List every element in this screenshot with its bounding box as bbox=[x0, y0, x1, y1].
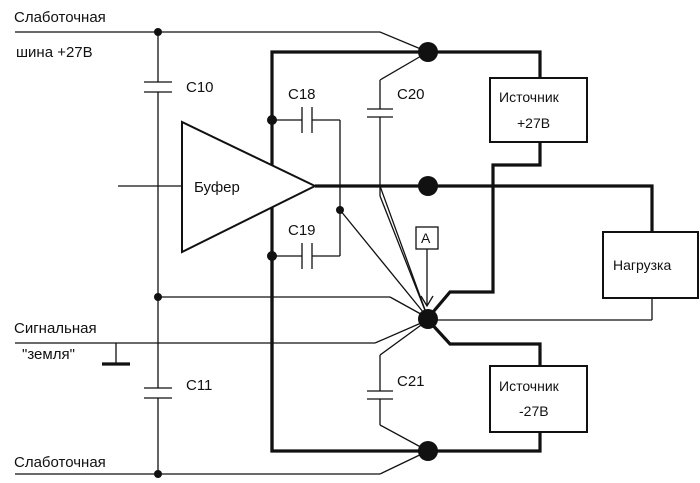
c19-junction-dot bbox=[267, 251, 277, 261]
output-to-load-bus bbox=[315, 184, 654, 232]
negative-source-label: Источник bbox=[499, 378, 560, 394]
top-rail-junction-dot bbox=[154, 28, 162, 36]
feedback-to-star bbox=[339, 209, 429, 319]
top-node-dot bbox=[418, 42, 438, 62]
bottom-rail-label: Слаботочная bbox=[14, 454, 106, 471]
point-a-arrowhead-icon bbox=[420, 295, 434, 308]
star-ground-node-dot bbox=[418, 309, 438, 329]
signal-ground-label: Сигнальная bbox=[14, 320, 97, 337]
mid-bus-junction-dot bbox=[154, 293, 162, 301]
buffer-amplifier bbox=[181, 120, 318, 254]
c18-junction-dot bbox=[267, 115, 277, 125]
c10-label: C10 bbox=[186, 79, 214, 96]
c21-label: C21 bbox=[397, 373, 425, 390]
thin-wires bbox=[15, 31, 653, 475]
load-block bbox=[602, 231, 699, 299]
top-rail-label: Слаботочная bbox=[14, 9, 106, 26]
c20-label: C20 bbox=[397, 86, 425, 103]
bottom-rail-junction-dot bbox=[154, 470, 162, 478]
c19-label: C19 bbox=[288, 222, 316, 239]
signal-ground-label-2: "земля" bbox=[22, 346, 75, 363]
buffer-label: Буфер bbox=[194, 179, 240, 196]
c21-lead-top-diag bbox=[379, 319, 429, 356]
positive-source-label: Источник bbox=[499, 89, 560, 105]
c11-label: C11 bbox=[186, 377, 212, 394]
junction-dots bbox=[154, 28, 438, 478]
feedback-junction-dot bbox=[336, 206, 344, 214]
power-wires bbox=[270, 50, 654, 453]
output-node-dot bbox=[418, 176, 438, 196]
load-label: Нагрузка bbox=[613, 257, 671, 273]
positive-source-block bbox=[489, 77, 588, 143]
top-rail-voltage-label: шина +27В bbox=[16, 44, 93, 61]
c18-label: C18 bbox=[288, 86, 316, 103]
negative-power-bus bbox=[270, 256, 542, 453]
negative-source-voltage: -27В bbox=[519, 403, 549, 419]
bottom-node-dot bbox=[418, 441, 438, 461]
c20-to-star bbox=[379, 195, 429, 319]
signal-ground-to-star bbox=[374, 319, 429, 344]
point-a-label: А bbox=[421, 230, 431, 246]
negative-source-block bbox=[489, 365, 588, 433]
negative-source-return bbox=[426, 318, 542, 366]
positive-source-voltage: +27В bbox=[517, 115, 550, 131]
capacitor-symbols bbox=[144, 81, 393, 400]
positive-source-return bbox=[426, 142, 542, 320]
